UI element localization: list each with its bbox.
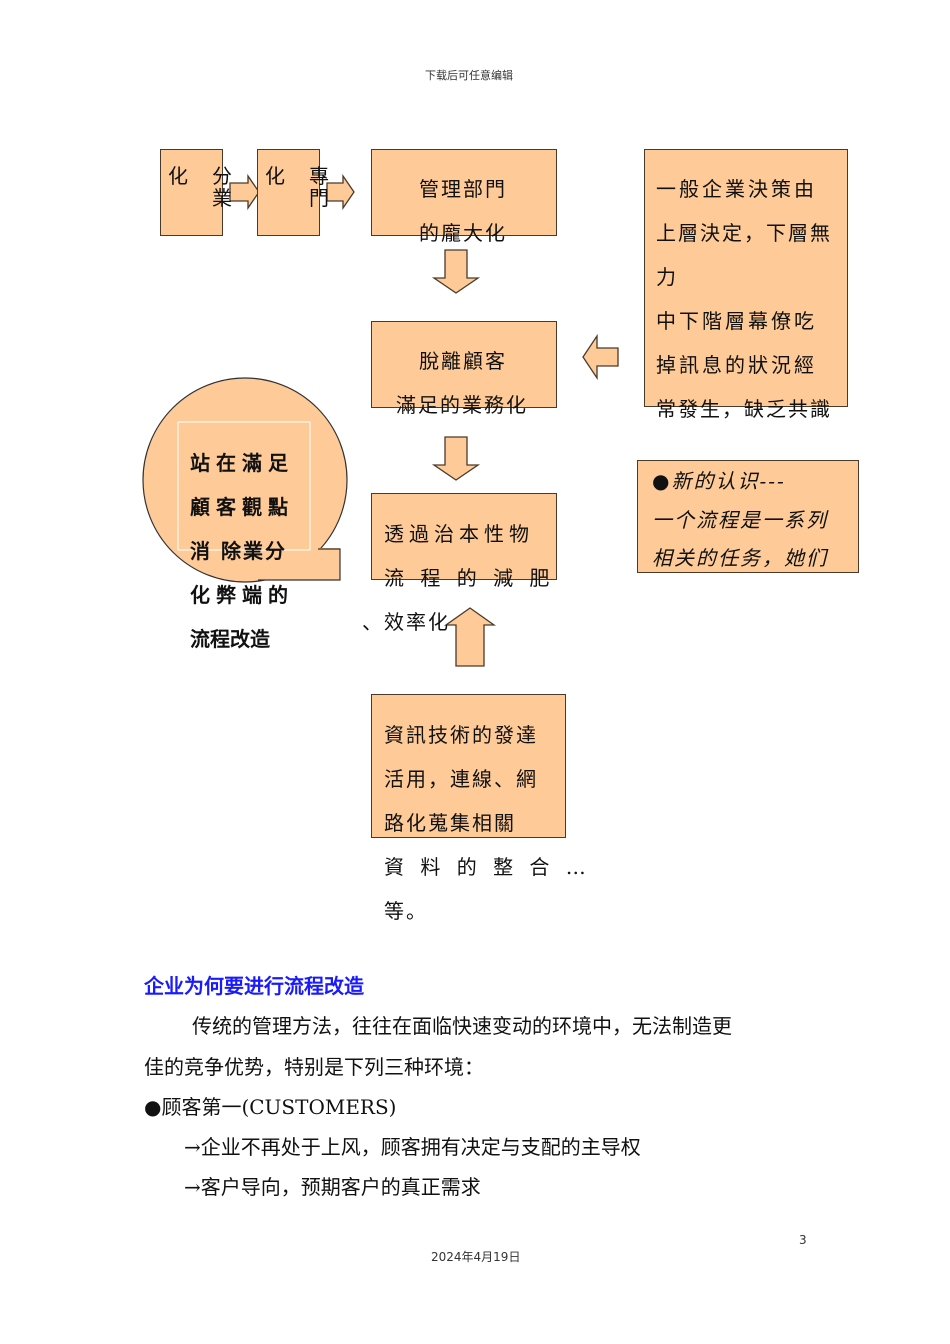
box-text: 一个流程是一系列 [652, 508, 828, 532]
box-text: 中下階層幕僚吃 [656, 309, 817, 333]
body-line: 传统的管理方法，往往在面临快速变动的环境中，无法制造更 [192, 1014, 732, 1038]
callout-text: 流程改造 [190, 627, 270, 651]
box-text: 資 料 的 整 合 … [384, 855, 591, 879]
page-header: 下载后可任意编辑 [425, 69, 513, 82]
box-zhuanmen [257, 149, 320, 236]
box-toguo [371, 493, 557, 580]
arrow-line: →企业不再处于上风，顾客拥有决定与支配的主导权 [184, 1135, 641, 1159]
box-text: 資訊技術的發達 [384, 723, 538, 747]
box-text: 化 [168, 164, 190, 188]
arrow-down-icon [431, 436, 481, 481]
box-text: 專 [309, 164, 331, 188]
arrow-right-icon [229, 173, 260, 211]
bullet-line: ●顾客第一(CUSTOMERS) [144, 1095, 397, 1119]
box-guanli [371, 149, 557, 236]
section-heading: 企业为何要进行流程改造 [144, 974, 364, 998]
box-text: 透過治本性物 [384, 522, 534, 546]
box-text: 力 [656, 265, 678, 289]
box-yiban [644, 149, 848, 407]
arrow-line: →客户导向，预期客户的真正需求 [184, 1175, 481, 1199]
box-text: ●新的认识--- [652, 469, 786, 493]
callout-text: 顧客觀點 [190, 495, 294, 519]
box-xinde [637, 460, 859, 573]
footer-date: 2024年4月19日 [431, 1250, 521, 1264]
box-text: 相关的任务，她们 [652, 546, 828, 570]
box-text: 、效率化 [362, 610, 450, 634]
box-text: 掉訊息的狀況經 [656, 353, 817, 377]
box-text: 化 [265, 164, 287, 188]
arrow-right-icon [326, 173, 355, 211]
box-text: 等。 [384, 899, 428, 923]
box-text: 流 程 的 減 肥 [384, 566, 555, 590]
box-text: 管理部門 [419, 177, 507, 201]
arrow-left-icon [582, 333, 619, 381]
box-text: 脫離顧客 [419, 349, 507, 373]
arrow-down-icon [431, 249, 481, 294]
box-text: 門 [309, 186, 331, 210]
box-text: 的龐大化 [419, 221, 507, 245]
box-text: 上層決定，下層無 [656, 221, 832, 245]
box-text: 一般企業決策由 [656, 177, 817, 201]
box-text: 滿足的業務化 [396, 393, 528, 417]
box-zixun [371, 694, 566, 838]
callout-text: 化弊端的 [190, 583, 294, 607]
callout-text: 站在滿足 [190, 451, 294, 475]
box-text: 路化蒐集相關 [384, 811, 516, 835]
callout-text: 消 除業分 [190, 539, 287, 563]
box-text: 分 [212, 164, 234, 188]
box-text: 活用，連線、網 [384, 767, 538, 791]
box-tuoli [371, 321, 557, 408]
page-number: 3 [799, 1233, 807, 1247]
arrow-up-icon [443, 607, 497, 667]
body-line: 佳的竞争优势，特别是下列三种环境： [144, 1055, 484, 1079]
box-text: 業 [212, 186, 234, 210]
box-fenye [160, 149, 223, 236]
callout-shape [142, 377, 348, 583]
box-text: 常發生，缺乏共識 [656, 397, 832, 421]
